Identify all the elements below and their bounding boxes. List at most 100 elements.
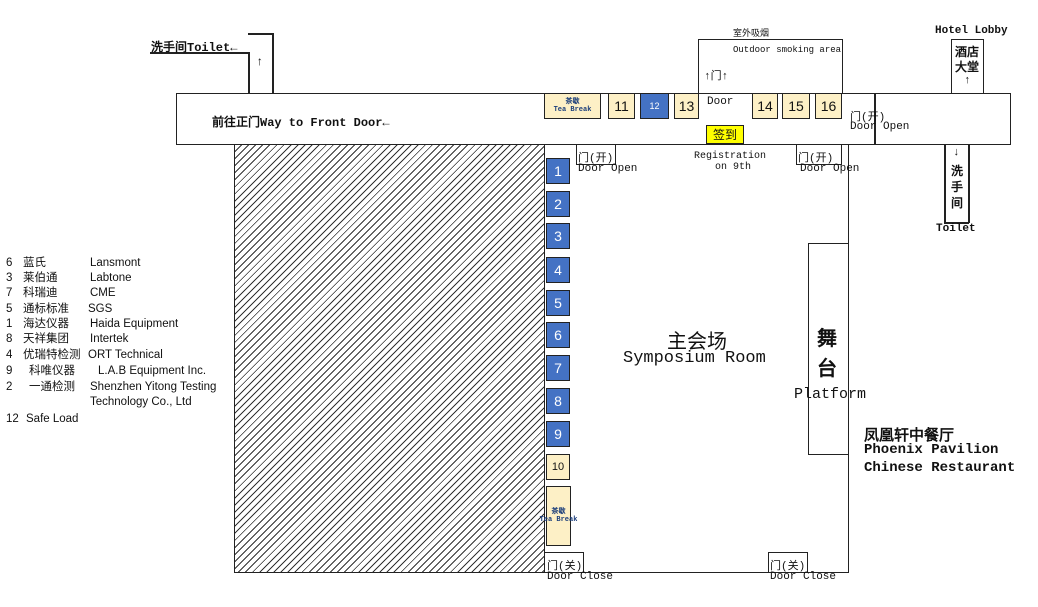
legend-row: 12 Safe Load xyxy=(6,412,78,426)
legend-cn: 天祥集团 xyxy=(23,333,69,345)
booth-11[interactable]: 11 xyxy=(608,93,635,119)
legend-num: 3 xyxy=(6,272,13,284)
booth-1[interactable]: 1 xyxy=(546,158,570,184)
legend-cn: 科瑞迪 xyxy=(23,287,58,299)
booth-13[interactable]: 13 xyxy=(674,93,699,119)
right-toilet-right-wall xyxy=(968,145,970,223)
tea-break-left[interactable]: 茶歇 Tea Break xyxy=(540,486,577,546)
legend-en: SGS xyxy=(88,303,113,315)
legend-num: 12 xyxy=(6,413,19,425)
tea-break-top[interactable]: 茶歇 Tea Break xyxy=(544,93,601,119)
front-door-label: 前往正门Way to Front Door← xyxy=(212,116,390,130)
door-up-label: ↑门↑ xyxy=(704,71,729,83)
door-label: Door xyxy=(707,96,734,108)
outdoor-smoking-label-cn: 室外吸烟 xyxy=(733,29,770,39)
room-door-close-left[interactable] xyxy=(544,552,584,573)
toilet-corridor-arrow: ↑ xyxy=(256,55,264,69)
registration-label-2: on 9th xyxy=(715,162,752,173)
room-door-open-left[interactable] xyxy=(576,144,616,165)
right-toilet-cn-3: 间 xyxy=(951,196,964,210)
booth-14[interactable]: 14 xyxy=(752,93,778,119)
platform-label-cn-2: 台 xyxy=(817,358,837,380)
tea-break-left-en: Tea Break xyxy=(539,516,578,524)
symposium-label-en: Symposium Room xyxy=(623,349,766,368)
legend-num: 1 xyxy=(6,318,13,330)
hotel-lobby-cn-1: 酒店 xyxy=(955,45,980,59)
legend-cn: Safe Load xyxy=(26,413,79,425)
room-door-close-left-cn: 门(关) xyxy=(547,561,583,573)
hotel-lobby-passage[interactable] xyxy=(951,39,984,94)
legend-en: Technology Co., Ltd xyxy=(90,396,192,408)
toilet-corridor-right-wall xyxy=(272,33,274,94)
registration-desk[interactable]: 签到 xyxy=(706,125,744,144)
legend-cn: 一通检测 xyxy=(29,381,75,393)
room-door-open-right[interactable] xyxy=(796,144,842,165)
toilet-label-top-left: 洗手间Toilet← xyxy=(151,41,238,55)
booth-15[interactable]: 15 xyxy=(782,93,810,119)
room-door-close-left-en: Door Close xyxy=(547,571,614,583)
legend-num: 5 xyxy=(6,303,13,315)
legend-num: 7 xyxy=(6,287,13,299)
booth-10[interactable]: 10 xyxy=(546,454,570,480)
room-door-close-right[interactable] xyxy=(768,552,808,573)
right-toilet-en: Toilet xyxy=(936,223,976,235)
booth-16[interactable]: 16 xyxy=(815,93,842,119)
legend-row: 2 一通检测 Shenzhen Yitong Testing xyxy=(6,380,216,394)
legend-cn: 莱伯通 xyxy=(23,272,58,284)
platform-label-en: Platform xyxy=(794,386,867,403)
legend-cn: 海达仪器 xyxy=(23,318,69,330)
legend-row: 7 科瑞迪 CME xyxy=(6,286,116,300)
booth-9[interactable]: 9 xyxy=(546,421,570,447)
hotel-lobby-cn-2: 大堂 xyxy=(955,60,980,74)
legend-row: 1 海达仪器 Haida Equipment xyxy=(6,317,178,331)
booth-12[interactable]: 12 xyxy=(640,93,669,119)
legend-en: CME xyxy=(90,287,116,299)
right-toilet-bottom-wall xyxy=(944,222,969,224)
booth-4[interactable]: 4 xyxy=(546,257,570,283)
booth-6[interactable]: 6 xyxy=(546,322,570,348)
legend-en: ORT Technical xyxy=(88,349,163,361)
legend-num: 4 xyxy=(6,349,13,361)
platform-label-cn-1: 舞 xyxy=(817,328,837,350)
legend-cn: 蓝氏 xyxy=(23,257,46,269)
legend-en: Shenzhen Yitong Testing xyxy=(90,381,217,393)
tea-break-top-cn: 茶歇 xyxy=(565,98,580,105)
legend-row: Technology Co., Ltd xyxy=(6,395,192,409)
tea-break-left-cn: 茶歇 xyxy=(551,508,566,515)
legend-en: L.A.B Equipment Inc. xyxy=(98,365,207,377)
restaurant-label-en-1: Phoenix Pavilion xyxy=(864,442,999,458)
toilet-label-underline xyxy=(150,52,249,54)
toilet-corridor-left-wall xyxy=(248,52,250,94)
booth-2[interactable]: 2 xyxy=(546,191,570,217)
hatched-area xyxy=(234,144,545,573)
corridor-door-open-en: Door Open xyxy=(850,121,910,133)
hotel-lobby-arrow: ↑ xyxy=(964,75,971,87)
legend-num: 8 xyxy=(6,333,13,345)
tea-break-top-en: Tea Break xyxy=(553,106,592,114)
legend-en: Haida Equipment xyxy=(90,318,179,330)
restaurant-label-en-2: Chinese Restaurant xyxy=(864,460,1016,476)
corridor-door-open-cn: 门(开) xyxy=(850,112,886,124)
right-toilet-cn-1: 洗 xyxy=(951,164,964,178)
room-door-open-left-cn: 门(开) xyxy=(578,153,614,165)
booth-7[interactable]: 7 xyxy=(546,355,570,381)
legend-en: Lansmont xyxy=(90,257,141,269)
restaurant-label-cn: 凤凰轩中餐厅 xyxy=(864,428,955,444)
legend-num: 2 xyxy=(6,381,13,393)
booth-8[interactable]: 8 xyxy=(546,388,570,414)
legend-num: 9 xyxy=(6,365,13,377)
legend-cn: 通标标准 xyxy=(23,303,69,315)
booth-5[interactable]: 5 xyxy=(546,290,570,316)
room-door-open-left-en: Door Open xyxy=(578,163,638,175)
symposium-label-cn: 主会场 xyxy=(667,331,727,353)
legend-num: 6 xyxy=(6,257,13,269)
toilet-corridor-top-wall xyxy=(248,33,273,35)
room-door-close-right-en: Door Close xyxy=(770,571,837,583)
registration-label-1: Registration xyxy=(694,151,767,162)
room-door-close-right-cn: 门(关) xyxy=(770,561,806,573)
booth-3[interactable]: 3 xyxy=(546,223,570,249)
